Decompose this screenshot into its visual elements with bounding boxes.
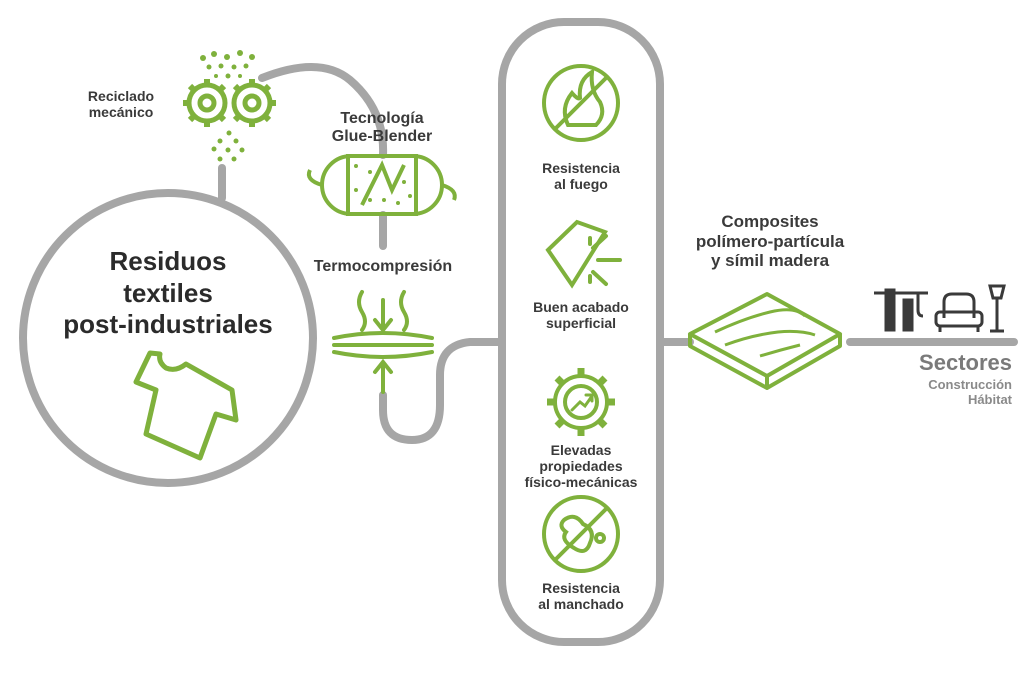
- armchair-icon: [934, 292, 984, 332]
- sector-construccion: Construcción: [928, 377, 1012, 392]
- reciclado-line2: mecánico: [88, 104, 154, 121]
- residuos-line1: Residuos: [109, 246, 227, 276]
- prop-manchado-line1: Resistencia: [542, 580, 620, 596]
- prop-elevadas-line1: Elevadas: [550, 442, 612, 458]
- residuos-title: Residuos textiles post-industriales: [48, 246, 288, 341]
- particles-icon: [200, 50, 255, 162]
- no-stain-icon: [542, 495, 620, 573]
- sectores-title: Sectores: [860, 350, 1012, 375]
- prop-manchado-line2: al manchado: [538, 596, 624, 613]
- no-fire-icon: [542, 64, 620, 142]
- connector-scurve: [379, 338, 506, 445]
- sector-habitat: Hábitat: [967, 391, 1012, 407]
- termo-label: Termocompresión: [300, 258, 466, 276]
- compression-icon: [332, 290, 434, 394]
- residuos-line2: textiles: [123, 277, 213, 308]
- prop-fuego-line2: al fuego: [554, 176, 608, 193]
- blender-particles: [354, 164, 412, 205]
- wood-board-icon: [688, 292, 842, 390]
- composites-line3: y símil madera: [710, 251, 830, 271]
- connector-arc: [258, 63, 388, 159]
- residuos-circle: [19, 189, 317, 487]
- crane-icon: [874, 288, 928, 332]
- prop-elevadas-line2: propiedades: [539, 458, 623, 475]
- reciclado-line1: Reciclado: [87, 88, 155, 104]
- properties-capsule: [498, 18, 664, 646]
- residuos-line3: post-industriales: [63, 309, 273, 340]
- prop-acabado-line1: Buen acabado: [533, 299, 629, 315]
- tshirt-icon: [133, 350, 239, 461]
- prop-fuego-label: Resistencia al fuego: [514, 160, 648, 192]
- termo-text: Termocompresión: [313, 258, 453, 275]
- prop-elevadas-line3: físico-mecánicas: [524, 474, 638, 491]
- gear-growth-icon: [547, 368, 615, 436]
- prop-fuego-line1: Resistencia: [542, 160, 620, 176]
- prop-acabado-line2: superficial: [545, 315, 617, 332]
- sectores-title-text: Sectores: [919, 350, 1012, 375]
- tecnologia-line1: Tecnología: [340, 110, 424, 127]
- prop-manchado-label: Resistencia al manchado: [514, 580, 648, 612]
- composites-line1: Composites: [721, 212, 819, 231]
- composites-label: Composites polímero-partícula y símil ma…: [672, 212, 868, 271]
- composites-line2: polímero-partícula: [695, 231, 845, 251]
- prop-acabado-label: Buen acabado superficial: [514, 299, 648, 331]
- reciclado-label: Reciclado mecánico: [66, 88, 176, 120]
- floor-lamp-icon: [988, 284, 1006, 333]
- tecnologia-line2: Glue-Blender: [331, 128, 433, 146]
- tecnologia-label: Tecnología Glue-Blender: [314, 110, 450, 147]
- sectores-list: Construcción Hábitat: [860, 377, 1012, 408]
- gears-icon: [183, 79, 276, 127]
- prop-elevadas-label: Elevadas propiedades físico-mecánicas: [508, 442, 654, 490]
- surface-finish-icon: [545, 219, 622, 289]
- blender-icon: [306, 154, 457, 216]
